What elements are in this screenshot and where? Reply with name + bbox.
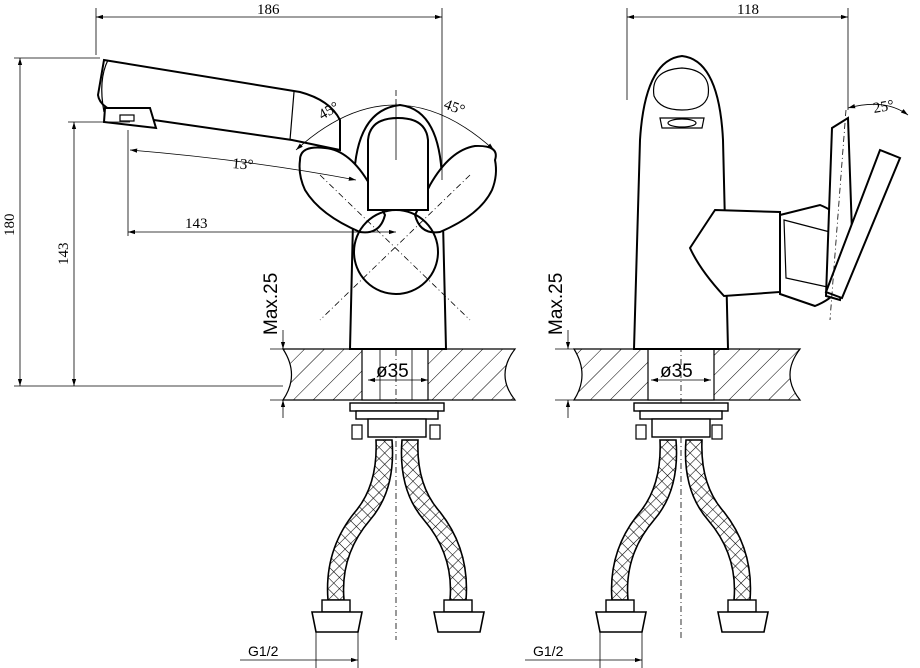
thread-label-front: G1/2 [248, 643, 279, 659]
spout-front [96, 58, 341, 152]
max-thickness-label-front: Max.25 [261, 273, 282, 335]
width-label-side: 118 [737, 2, 759, 18]
mounting-assembly-side [633, 402, 729, 440]
countertop-section-side [572, 60, 802, 640]
hole-diameter-label-front: ø35 [376, 361, 409, 382]
mounting-assembly-front [349, 402, 445, 440]
hose-fitting-right-side [717, 599, 769, 633]
hose-left-front [326, 439, 394, 601]
height-label-front: 180 [2, 214, 18, 237]
front-view: 45° 45° 13° 186 180 143 143 Max.25 ø35 [2, 2, 517, 668]
countertop-section-front [281, 90, 517, 640]
hose-left-side [610, 439, 678, 601]
faucet-body-side [632, 54, 730, 350]
max-thickness-label-side: Max.25 [546, 273, 567, 335]
handle-hub-side [688, 208, 781, 298]
spout-reach-label: 143 [185, 216, 208, 232]
handle-tilt-label: 25° [872, 98, 895, 117]
hose-fitting-left-side [595, 599, 647, 633]
thread-label-side: G1/2 [533, 643, 564, 659]
hose-fitting-right-front [433, 599, 485, 633]
handle-center [367, 116, 429, 211]
hose-right-front [400, 439, 468, 601]
side-view: 25° 118 Max.25 ø35 [525, 2, 909, 668]
hose-fitting-left-front [311, 599, 363, 633]
spout-angle-label: 13° [232, 156, 254, 174]
hose-right-side [684, 439, 752, 601]
angle-right-label: 45° [442, 97, 467, 119]
spout-height-label: 143 [56, 243, 72, 266]
width-label-front: 186 [257, 2, 280, 18]
handle-hub-front [353, 209, 439, 295]
hole-diameter-label-side: ø35 [660, 361, 693, 382]
